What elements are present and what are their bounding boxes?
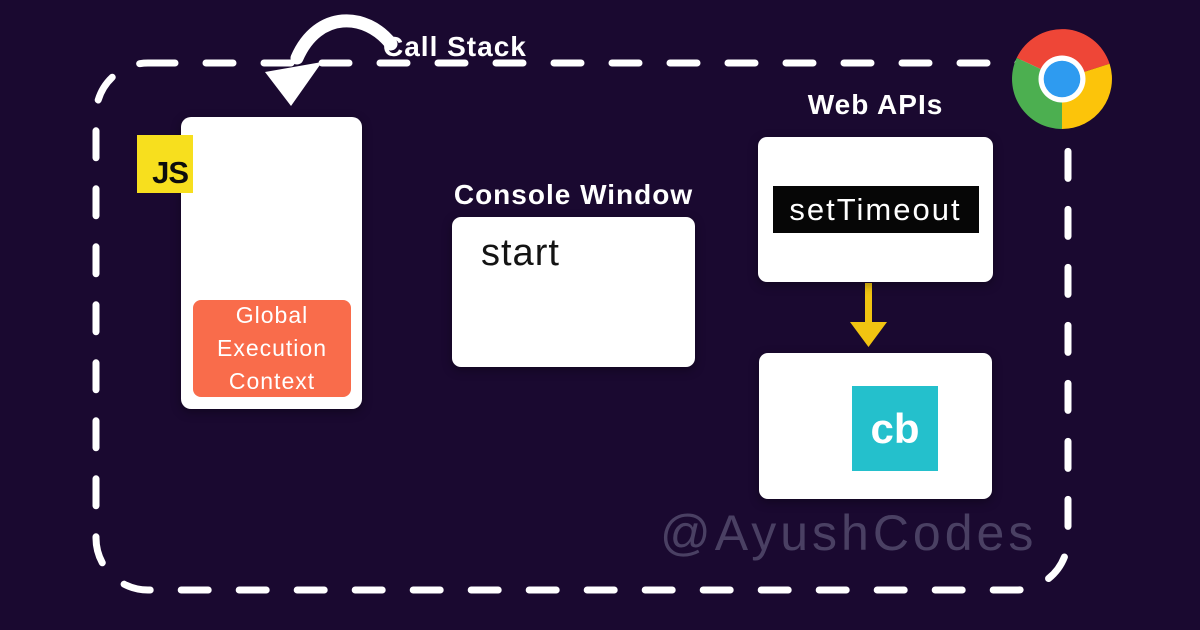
curved-arrow-head-icon [265, 62, 322, 106]
web-apis-label: Web APIs [807, 89, 944, 120]
curved-arrow-icon [290, 14, 398, 65]
callback-tile: cb [852, 386, 938, 471]
callback-label: cb [870, 404, 920, 452]
global-execution-context-box: Global Execution Context [193, 300, 351, 397]
settimeout-label: setTimeout [772, 186, 979, 233]
chrome-icon [1012, 29, 1112, 129]
chrome-blue-center [1043, 60, 1081, 98]
call-stack-label: Call Stack [383, 31, 527, 62]
down-arrow-icon [850, 283, 887, 347]
console-window-box: start [452, 217, 695, 367]
callback-box: cb [759, 353, 992, 499]
console-output-text: start [481, 232, 560, 274]
call-stack-box: Global Execution Context [181, 117, 362, 409]
chrome-red-segment [1016, 29, 1110, 80]
console-window-label: Console Window [453, 179, 694, 210]
javascript-logo-icon: JS [137, 135, 193, 193]
js-badge-text: JS [152, 155, 189, 190]
web-api-box: setTimeout [758, 137, 993, 282]
watermark: @AyushCodes [660, 505, 1038, 561]
